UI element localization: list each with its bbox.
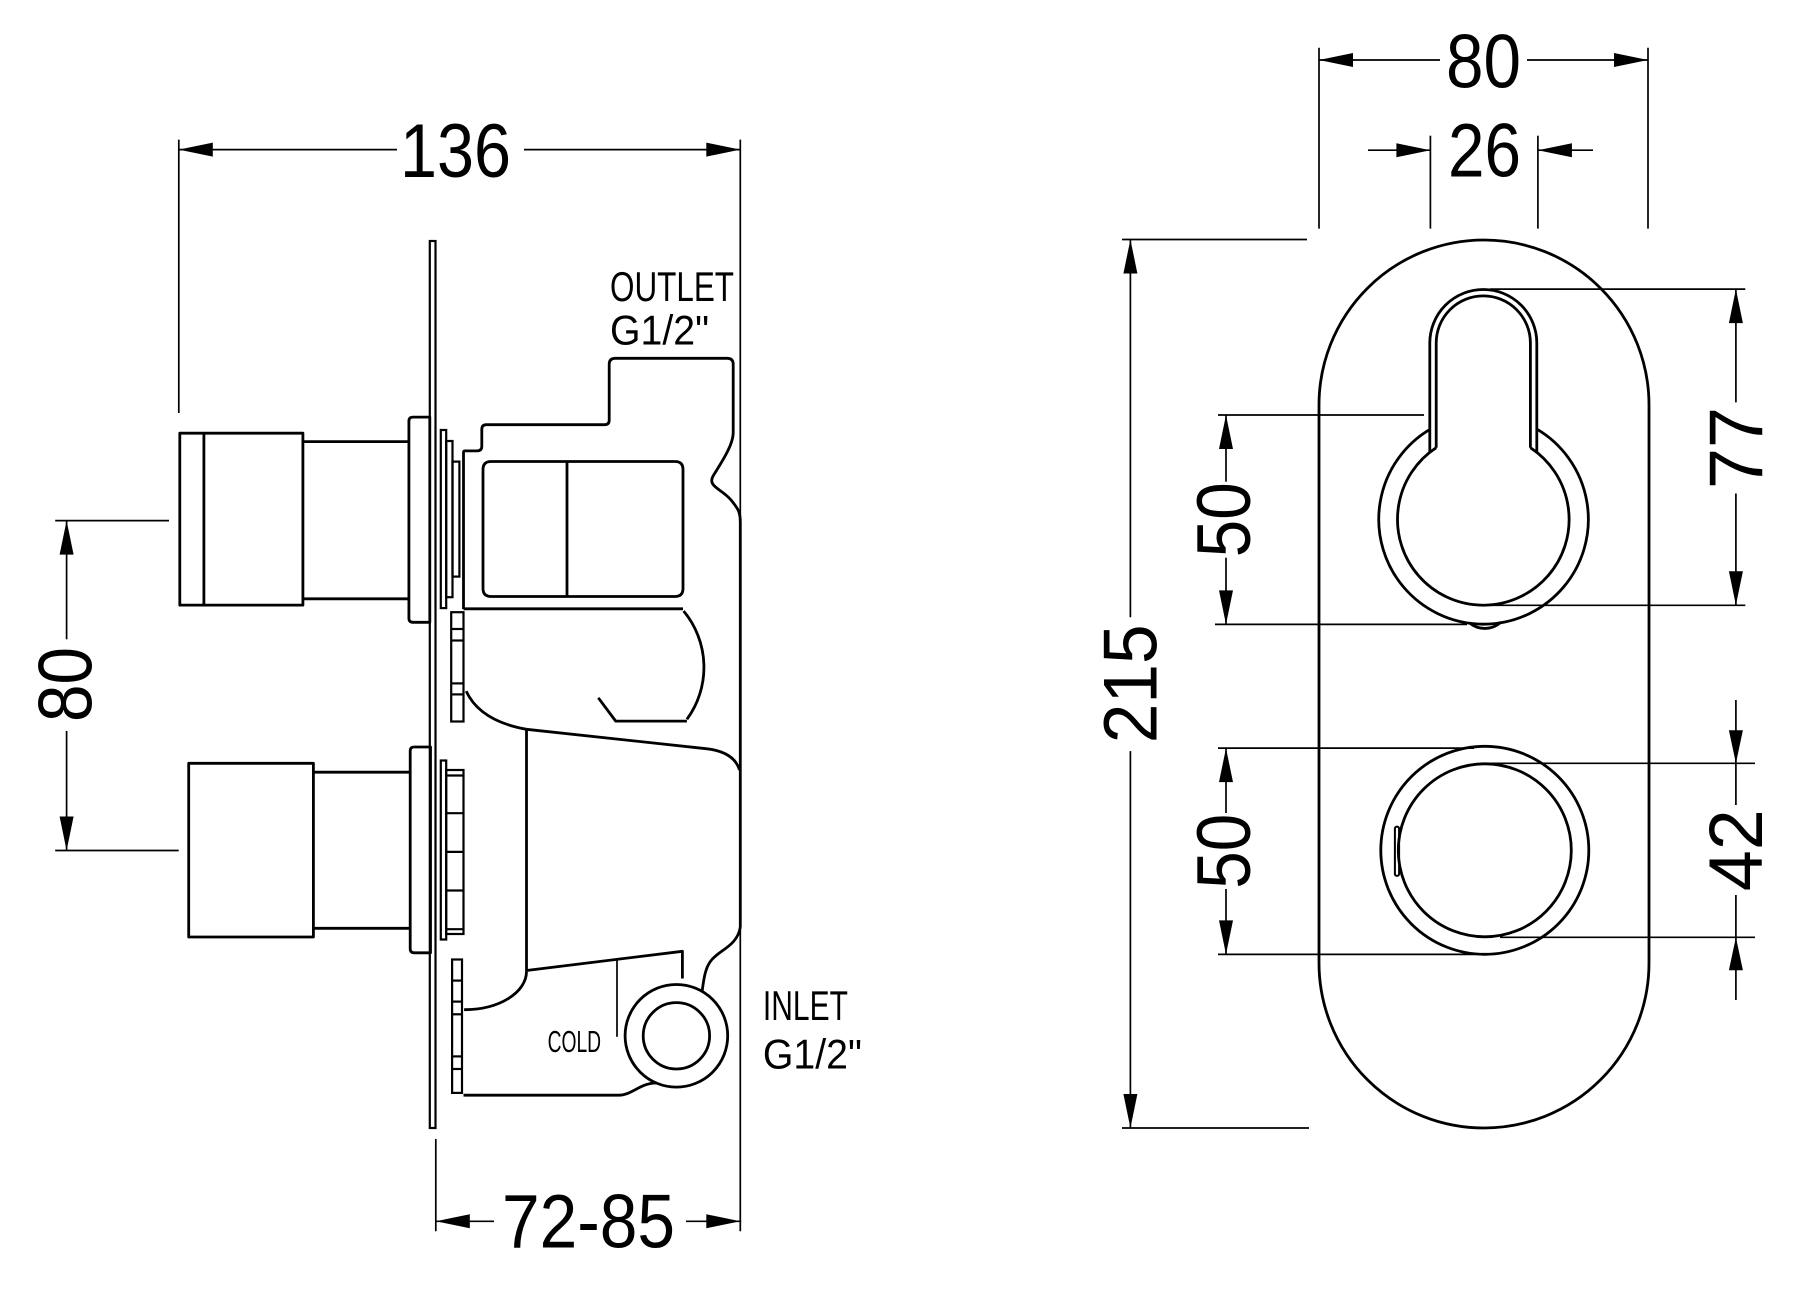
svg-text:77: 77 xyxy=(1694,407,1779,489)
svg-text:26: 26 xyxy=(1448,108,1521,193)
svg-text:INLET: INLET xyxy=(763,982,848,1029)
svg-text:215: 215 xyxy=(1088,624,1173,743)
svg-text:COLD: COLD xyxy=(548,1024,602,1059)
svg-text:80: 80 xyxy=(1446,20,1521,105)
svg-text:G1/2": G1/2" xyxy=(763,1030,862,1077)
svg-text:50: 50 xyxy=(1182,482,1267,557)
svg-text:72-85: 72-85 xyxy=(502,1180,675,1265)
svg-text:136: 136 xyxy=(400,109,511,194)
svg-text:OUTLET: OUTLET xyxy=(610,263,734,310)
svg-text:80: 80 xyxy=(24,647,109,722)
svg-text:50: 50 xyxy=(1182,814,1267,889)
svg-text:G1/2": G1/2" xyxy=(610,307,709,354)
svg-text:42: 42 xyxy=(1694,809,1779,891)
